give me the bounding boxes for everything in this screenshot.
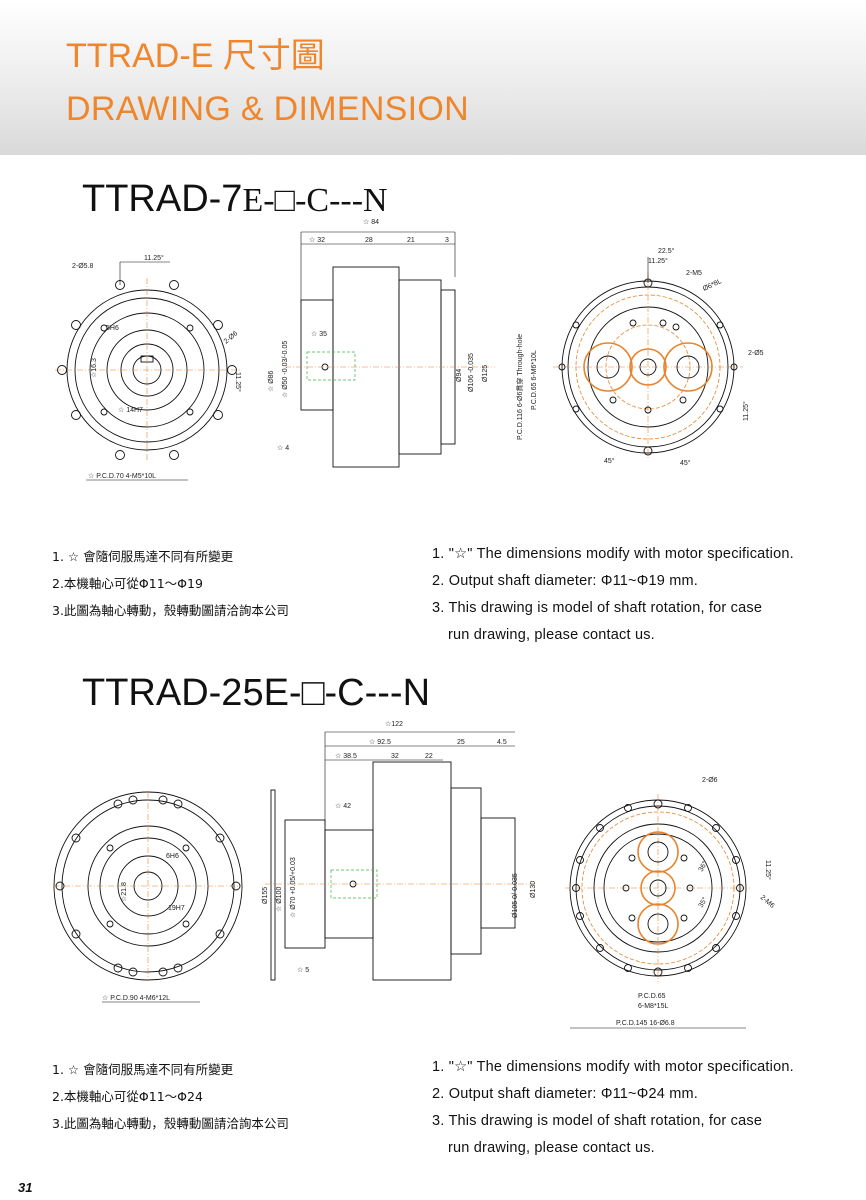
page-header: TTRAD-E 尺寸圖 DRAWING & DIMENSION — [0, 0, 866, 155]
dim-925: ☆ 92.5 — [369, 738, 391, 746]
drawing-7e-side: ☆ 84 ☆ 32 28 21 3 ☆ 35 ☆ 4 ☆ Ø86 ☆ Ø50 -… — [267, 218, 495, 468]
dim-35: 35° — [697, 896, 709, 909]
notes-cn-1: 1. ☆ 會隨伺服馬達不同有所變更 2.本機軸心可從Φ11～Φ19 3.此圖為軸… — [52, 543, 289, 624]
dim-pcd70: ☆ P.C.D.70 4-M5*10L — [88, 472, 156, 480]
dim-d6e: Ø6*8L — [702, 278, 723, 293]
dim-pcd116: P.C.D.116 6-Ø6貫穿 Through-hole — [515, 334, 524, 440]
dim-pcd65b: P.C.D.65 — [638, 993, 666, 1000]
drawing-25e-front-left: 6H6 ☆21.8 19H7 ☆ P.C.D.90 4-M6*12L — [53, 791, 243, 1003]
dim-5: ☆ 5 — [297, 966, 309, 974]
dim-d6: 2-Ø6 — [702, 777, 718, 784]
dim-3: 3 — [445, 237, 449, 244]
dim-21: 21 — [407, 237, 415, 244]
note-cn-item: 3.此圖為軸心轉動，殼轉動圖請洽詢本公司 — [52, 603, 289, 618]
dim-218: ☆21.8 — [120, 882, 128, 902]
drawing-25e-front-right: 2-Ø6 11.25° 2-M6 36° 35° P.C.D.65 6-M8*1… — [565, 777, 776, 1029]
model-suffix: E-□-C---N — [242, 182, 388, 219]
model-title-25e: TTRAD-25E-□-C---N — [82, 672, 431, 714]
dim-84: ☆ 84 — [363, 218, 379, 226]
notes-cn-2: 1. ☆ 會隨伺服馬達不同有所變更 2.本機軸心可從Φ11～Φ24 3.此圖為軸… — [52, 1056, 289, 1137]
dim-42: ☆ 42 — [335, 802, 351, 810]
note-en-item: 1. "☆" The dimensions modify with motor … — [432, 1059, 794, 1075]
dim-45a: 45° — [604, 457, 615, 465]
dim-d125: Ø125 — [482, 365, 489, 382]
dim-d94: Ø94 — [456, 369, 463, 382]
dim-d50: ☆ Ø50 -0.03/-0.05 — [281, 341, 289, 398]
dim-m5: 2-M5 — [686, 270, 702, 277]
note-cn-item: 2.本機軸心可從Φ11～Φ19 — [52, 576, 203, 591]
dim-122: ☆122 — [385, 720, 403, 728]
dim-m6: 2-M6 — [759, 894, 776, 910]
dim-d6: 2-Ø6 — [223, 330, 240, 345]
dim-1125: 11.25° — [764, 860, 772, 880]
dim-d70: ☆ Ø70 +0.05/+0.03 — [289, 857, 297, 918]
dim-d5: 2-Ø5 — [748, 350, 764, 357]
dim-28: 28 — [365, 237, 373, 244]
drawing-7e-front-left: 2-Ø5.8 11.25° 5H6 ☆16.3 ☆ 14H7 2-Ø6 11.2… — [55, 254, 242, 481]
note-en-item: 2. Output shaft diameter: Φ11~Φ19 mm. — [432, 573, 699, 589]
dim-fit19: 19H7 — [168, 905, 185, 912]
dim-d105: Ø105 0/-0.035 — [512, 873, 519, 918]
notes-en-2: 1. "☆" The dimensions modify with motor … — [432, 1054, 794, 1162]
dim-22: 22 — [425, 753, 433, 760]
dim-45: 4.5 — [497, 739, 507, 746]
dim-pcd90: ☆ P.C.D.90 4-M6*12L — [102, 994, 170, 1002]
dim-35: ☆ 35 — [311, 330, 327, 338]
dim-d155: Ø155 — [262, 887, 269, 904]
drawing-7e-front-right: P.C.D.116 6-Ø6貫穿 Through-hole P.C.D.65 6… — [515, 247, 764, 467]
dim-fit: ☆ 14H7 — [118, 406, 143, 414]
drawing-25e-side: ☆122 ☆ 92.5 25 4.5 ☆ 38.5 32 22 ☆ 42 ☆ 5… — [262, 720, 537, 981]
note-en-item: run drawing, please contact us. — [448, 1140, 655, 1156]
dim-hole: 2-Ø5.8 — [72, 263, 94, 270]
dim-d130: Ø130 — [530, 881, 537, 898]
dim-36: 36° — [697, 860, 709, 873]
dim-pcd145: P.C.D.145 16-Ø6.8 — [616, 1020, 675, 1027]
note-cn-item: 1. ☆ 會隨伺服馬達不同有所變更 — [52, 549, 234, 564]
dim-16: ☆16.3 — [90, 358, 98, 378]
dim-m8: 6-M8*15L — [638, 1003, 668, 1010]
dim-4: ☆ 4 — [277, 444, 289, 452]
page-number: 31 — [18, 1180, 33, 1195]
model-prefix: TTRAD-7 — [82, 178, 243, 220]
model-title-7e: TTRAD-7E-□-C---N — [82, 178, 388, 221]
dim-d100: ☆ Ø100 — [275, 887, 283, 912]
dim-d106: Ø106 -0.035 — [468, 353, 475, 392]
page-title-cn: TTRAD-E 尺寸圖 — [66, 37, 325, 75]
dim-key6: 6H6 — [166, 853, 179, 860]
dim-25: 25 — [457, 739, 465, 746]
dim-angle: 11.25° — [144, 254, 164, 262]
dim-key: 5H6 — [106, 325, 119, 332]
notes-en-1: 1. "☆" The dimensions modify with motor … — [432, 541, 794, 649]
page-title-en: DRAWING & DIMENSION — [66, 90, 470, 128]
note-cn-item: 2.本機軸心可從Φ11～Φ24 — [52, 1089, 203, 1104]
dim-32b: 32 — [391, 753, 399, 760]
dim-pcd65: P.C.D.65 6-M6*10L — [531, 350, 538, 410]
dim-d86: ☆ Ø86 — [267, 370, 275, 392]
note-en-item: 3. This drawing is model of shaft rotati… — [432, 1113, 763, 1129]
dim-1125d: 11.25° — [742, 401, 750, 421]
note-en-item: 2. Output shaft diameter: Φ11~Φ24 mm. — [432, 1086, 699, 1102]
dim-32: ☆ 32 — [309, 236, 325, 244]
dim-angle-b: 11.25° — [234, 372, 242, 392]
dim-225: 22.5° — [658, 247, 675, 255]
dim-1125c: 11.25° — [648, 257, 668, 265]
dim-385: ☆ 38.5 — [335, 752, 357, 760]
note-en-item: 3. This drawing is model of shaft rotati… — [432, 600, 763, 616]
note-cn-item: 1. ☆ 會隨伺服馬達不同有所變更 — [52, 1062, 234, 1077]
note-en-item: run drawing, please contact us. — [448, 627, 655, 643]
note-cn-item: 3.此圖為軸心轉動，殼轉動圖請洽詢本公司 — [52, 1116, 289, 1131]
dim-45b: 45° — [680, 459, 691, 467]
note-en-item: 1. "☆" The dimensions modify with motor … — [432, 546, 794, 562]
